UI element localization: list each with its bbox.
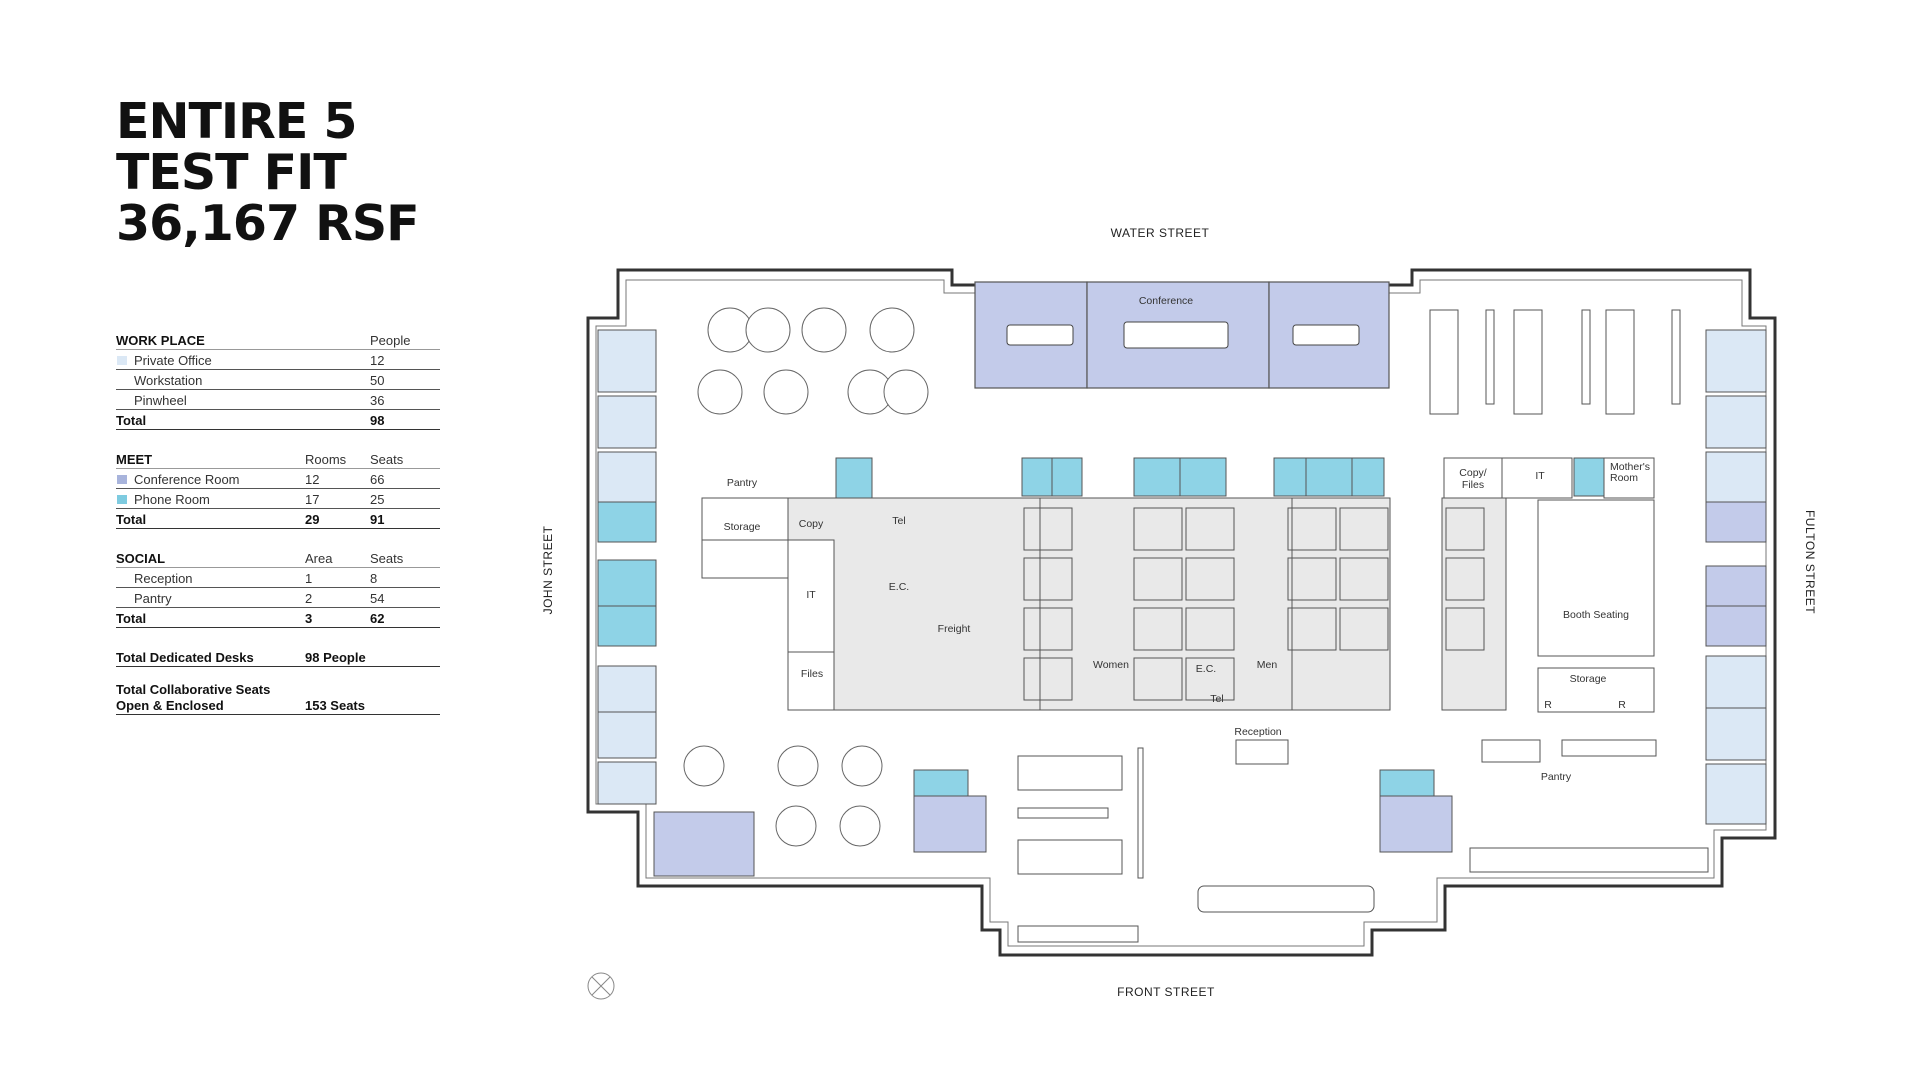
title-line-2: TEST FIT [116,144,347,201]
room-label-storage-east: Storage [1570,673,1607,685]
legend-row-phone-room: Phone Room 17 25 [116,489,440,509]
room-label-freight: Freight [938,623,971,635]
street-label-west: JOHN STREET [541,525,555,614]
room-label-copy: Copy [799,518,824,530]
room-label-copy-files-2: Files [1462,479,1484,491]
legend-social-total: Total 3 62 [116,608,440,628]
room-label-it-east: IT [1535,470,1545,482]
reception-furniture [1137,739,1375,913]
room-label-tel-1: Tel [892,515,905,527]
legend-table: WORK PLACE People Private Office 12 Work… [116,330,440,715]
room-label-booth-seating: Booth Seating [1563,609,1629,621]
room-label-conference: Conference [1139,295,1193,307]
room-label-tel-2: Tel [1210,693,1223,705]
legend-collaborative-seats: Total Collaborative Seats Open & Enclose… [116,680,440,715]
room-label-files: Files [801,668,823,680]
workstations-south [1017,755,1139,943]
legend-row-pantry: Pantry 2 54 [116,588,440,608]
legend-meet-header: MEET Rooms Seats [116,449,440,469]
legend-row-private-office: Private Office 12 [116,350,440,370]
workstations-north-east [1429,309,1681,415]
room-label-men: Men [1257,659,1278,671]
room-label-reception: Reception [1234,726,1281,738]
north-arrow-icon [587,972,615,1000]
street-label-south: FRONT STREET [1117,985,1215,999]
room-label-it-west: IT [806,589,816,601]
west-service-rooms [701,497,835,711]
phone-room-swatch [117,495,127,504]
room-label-ec-2: E.C. [1196,663,1216,675]
street-label-north: WATER STREET [1111,226,1210,240]
legend-dedicated-desks: Total Dedicated Desks 98 People [116,647,440,667]
room-label-mothers-2: Room [1610,472,1638,484]
room-label-pantry-east: Pantry [1541,771,1572,783]
conference-tables [1006,321,1360,349]
legend-row-conference-room: Conference Room 12 66 [116,469,440,489]
legend-social-header: SOCIAL Area Seats [116,548,440,568]
phone-rooms [835,457,1605,797]
room-label-r-1: R [1544,699,1552,711]
legend-row-workstation: Workstation 50 [116,370,440,390]
pantry-east-furniture [1469,739,1709,873]
legend-work-place-header: WORK PLACE People [116,330,440,350]
conference-room-swatch [117,475,127,484]
pinwheel-clusters [683,307,929,847]
private-offices-west [597,329,657,805]
room-label-ec-1: E.C. [889,581,909,593]
title-line-3: 36,167 RSF [116,195,420,252]
room-label-mothers-1: Mother's [1610,461,1650,473]
page-title: ENTIRE 5 TEST FIT 36,167 RSF [116,93,420,252]
room-label-r-2: R [1618,699,1626,711]
legend-row-reception: Reception 1 8 [116,568,440,588]
room-label-copy-files-1: Copy/ [1459,467,1487,479]
room-label-storage-west: Storage [724,521,761,533]
legend-work-place-total: Total 98 [116,410,440,430]
legend-row-pinwheel: Pinwheel 36 [116,390,440,410]
room-label-pantry-west: Pantry [727,477,758,489]
legend-meet-total: Total 29 91 [116,509,440,529]
elevator-banks [1023,507,1485,701]
conference-rooms-south [653,795,1453,877]
title-line-1: ENTIRE 5 [116,93,357,150]
street-label-east: FULTON STREET [1803,510,1817,614]
private-offices-east [1705,329,1767,825]
east-service-rooms [1443,457,1655,713]
room-label-women: Women [1093,659,1129,671]
private-office-swatch [117,356,127,365]
